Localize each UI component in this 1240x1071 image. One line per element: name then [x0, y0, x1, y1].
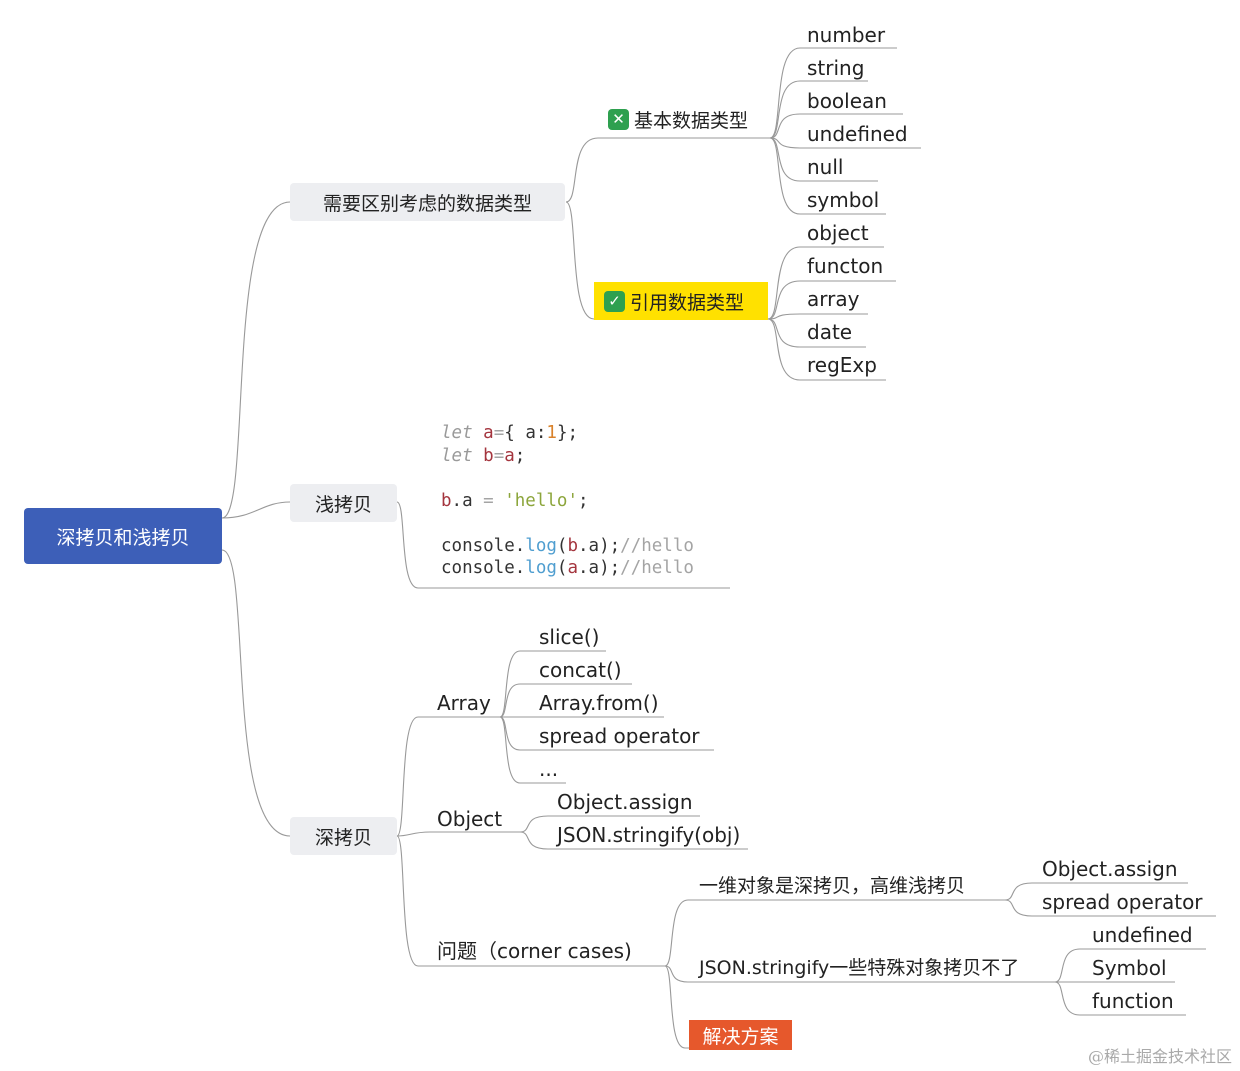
solution-node[interactable]: 解决方案: [689, 1020, 792, 1050]
array-node[interactable]: Array: [437, 691, 491, 715]
array-item-from[interactable]: Array.from(): [539, 691, 659, 715]
code-line-5: console.log(a.a);//hello: [441, 558, 694, 578]
code-line-blank: ​: [441, 467, 694, 490]
one-dim-item-spread[interactable]: spread operator: [1042, 890, 1203, 914]
edge-root-datatypes: [221, 201, 291, 519]
reference-item-object[interactable]: object: [807, 221, 869, 245]
one-dim-node[interactable]: 一维对象是深拷贝，高维浅拷贝: [699, 875, 966, 897]
shallow-copy-node[interactable]: 浅拷贝: [290, 484, 397, 522]
data-types-node[interactable]: 需要区别考虑的数据类型: [290, 183, 565, 221]
json-limit-node[interactable]: JSON.stringify一些特殊对象拷贝不了: [699, 957, 1020, 979]
primitive-item-number[interactable]: number: [807, 23, 886, 47]
issues-node[interactable]: 问题（corner cases): [437, 939, 632, 963]
json-item-function[interactable]: function: [1092, 989, 1174, 1013]
one-dim-item-assign[interactable]: Object.assign: [1042, 857, 1178, 881]
array-item-concat[interactable]: concat(): [539, 658, 622, 682]
object-node[interactable]: Object: [437, 807, 503, 831]
edge-root-shallow: [221, 501, 291, 519]
object-item-assign[interactable]: Object.assign: [557, 790, 693, 814]
primitive-item-null[interactable]: null: [807, 155, 844, 179]
array-item-more[interactable]: ...: [539, 757, 559, 781]
primitive-item-string[interactable]: string: [807, 56, 865, 80]
edge-issues-solution: [664, 965, 689, 1049]
code-line-2: let b=a;: [441, 445, 526, 466]
edge-datatypes-primitive: [565, 137, 770, 203]
reference-item-array[interactable]: array: [807, 287, 860, 311]
json-item-undefined[interactable]: undefined: [1092, 923, 1193, 947]
check-mark-icon: ✓: [604, 290, 625, 312]
code-line-1: let a={ a:1};: [441, 423, 579, 443]
shallow-code-snippet: let a={ a:1};let b=a;​b.a = 'hello';​con…: [441, 422, 694, 580]
object-item-json[interactable]: JSON.stringify(obj): [557, 823, 741, 847]
json-item-symbol[interactable]: Symbol: [1092, 956, 1167, 980]
watermark: @稀土掘金技术社区: [1087, 1047, 1232, 1066]
reference-item-regexp[interactable]: regExp: [807, 353, 877, 377]
deep-copy-node[interactable]: 深拷贝: [290, 817, 397, 855]
array-item-spread[interactable]: spread operator: [539, 724, 700, 748]
edge-deep-object: [396, 831, 520, 837]
primitive-item-symbol[interactable]: symbol: [807, 188, 880, 212]
primitive-item-undefined[interactable]: undefined: [807, 122, 908, 146]
code-line-3: b.a = 'hello';: [441, 490, 589, 511]
reference-types-label: 引用数据类型: [630, 291, 745, 314]
edge-root-deep: [221, 549, 291, 837]
primitive-types-node[interactable]: ✕ 基本数据类型: [598, 103, 756, 135]
code-line-4: console.log(b.a);//hello: [441, 535, 694, 556]
code-line-blank-2: ​: [441, 512, 694, 535]
root-node[interactable]: 深拷贝和浅拷贝: [24, 508, 222, 564]
primitive-types-label: 基本数据类型: [634, 109, 749, 132]
reference-item-date[interactable]: date: [807, 320, 853, 344]
primitive-item-boolean[interactable]: boolean: [807, 89, 887, 113]
reference-types-node[interactable]: ✓ 引用数据类型: [594, 282, 768, 320]
reference-item-functon[interactable]: functon: [807, 254, 884, 278]
cross-mark-icon: ✕: [608, 108, 629, 130]
array-item-slice[interactable]: slice(): [539, 625, 600, 649]
